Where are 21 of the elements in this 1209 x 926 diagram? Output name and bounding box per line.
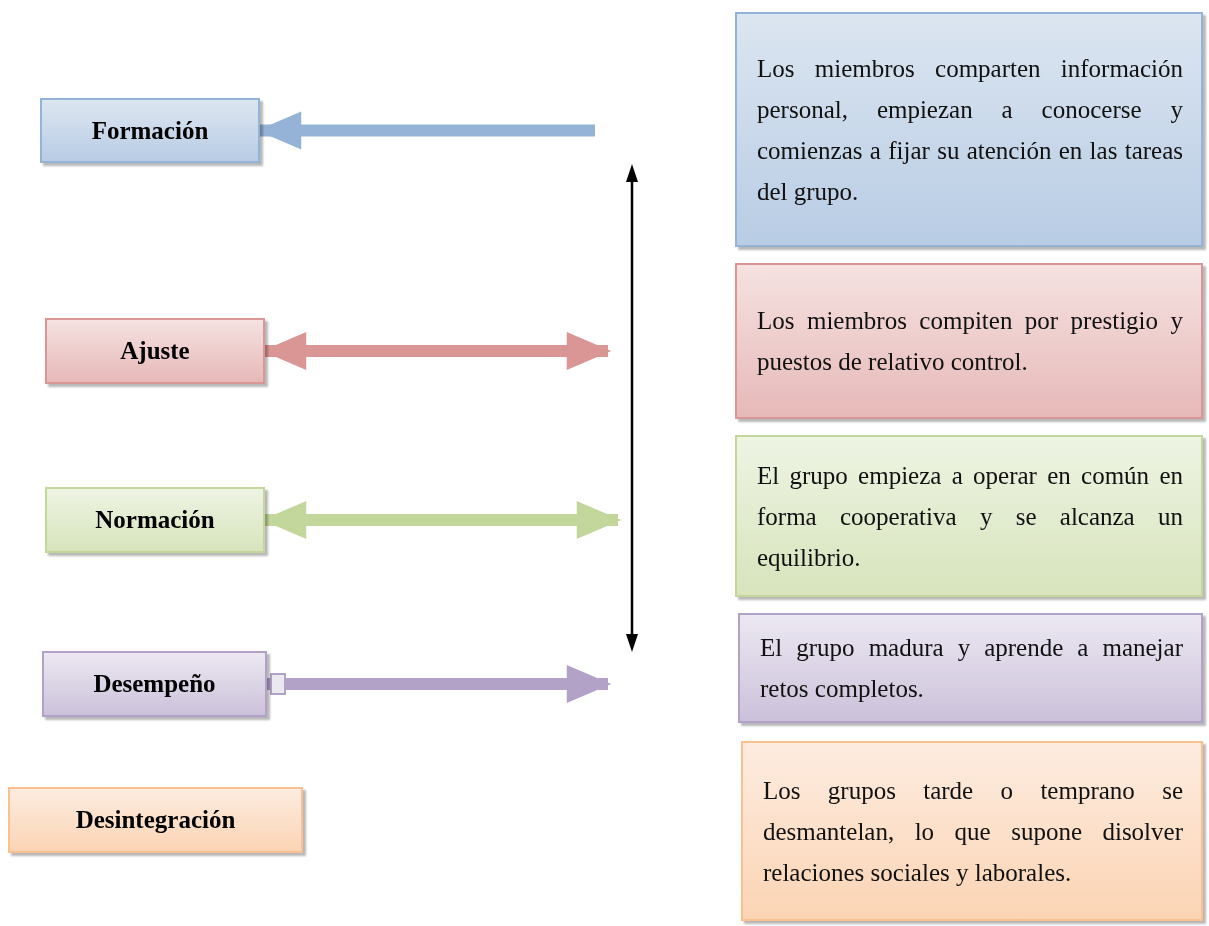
stage-description: Los grupos tarde o temprano se desmantelan, lo que supone disolver relaciones sociales y laborales. <box>763 775 1183 888</box>
description-box <box>735 12 1203 247</box>
stage-box <box>45 487 265 553</box>
stage-box <box>42 651 267 717</box>
stage-box <box>40 98 260 163</box>
stage-name: Desempeño <box>93 670 216 698</box>
stage-box <box>45 318 265 384</box>
stage-description: Los miembros comparten información personal, empiezan a conocerse y comienzas a fijar su atención en las tareas del grupo. <box>757 53 1183 207</box>
block-arrow <box>267 665 610 703</box>
stage-name: Ajuste <box>120 337 190 365</box>
description-box <box>735 263 1203 419</box>
description-box <box>735 435 1203 597</box>
stage-description: El grupo madura y aprende a manejar retos completos. <box>760 633 1183 704</box>
description-box <box>738 613 1203 723</box>
stage-name: Normación <box>95 506 215 534</box>
stage-description: Los miembros compiten por prestigio y puestos de relativo control. <box>757 306 1183 377</box>
description-box <box>741 741 1203 921</box>
stage-name: Desintegración <box>75 806 236 834</box>
stage-name: Formación <box>91 116 209 145</box>
stage-description: El grupo empieza a operar en común en forma cooperativa y se alcanza un equilibrio. <box>757 460 1183 573</box>
stage-box <box>8 787 303 853</box>
